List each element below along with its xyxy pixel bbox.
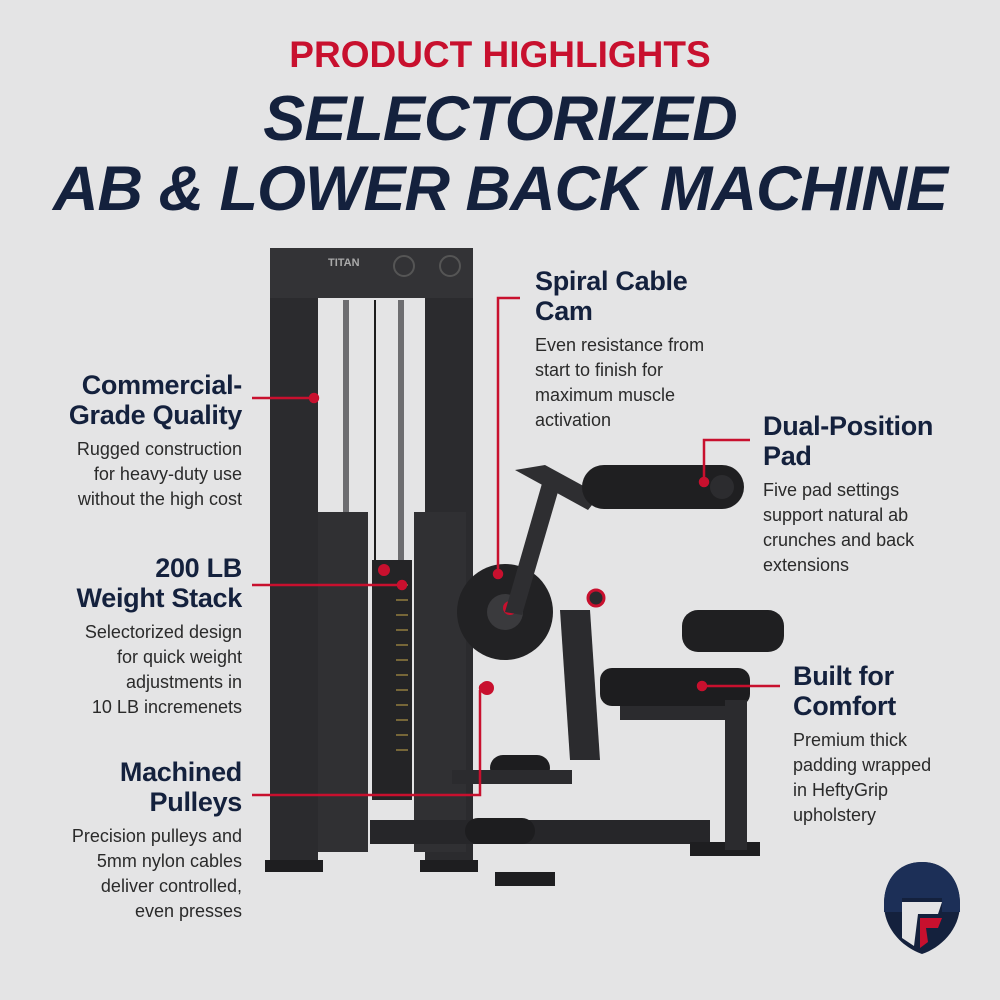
callout-commercial-quality: Commercial- Grade Quality Rugged constru… bbox=[30, 370, 242, 512]
base-foot-front bbox=[495, 872, 555, 886]
guide-rod-left bbox=[343, 300, 349, 600]
callout-body-line: support natural ab bbox=[763, 505, 909, 525]
callout-dual-position-pad: Dual-Position Pad Five pad settings supp… bbox=[763, 411, 978, 578]
callout-heading: 200 LB Weight Stack bbox=[30, 553, 243, 613]
frame-foot-left bbox=[265, 860, 323, 872]
callout-heading-line: Comfort bbox=[793, 691, 896, 721]
guide-rod-right bbox=[398, 300, 404, 600]
title-line-1: SELECTORIZED bbox=[263, 84, 737, 154]
callout-heading-line: Grade Quality bbox=[68, 400, 242, 430]
brand-shield-logo-icon bbox=[884, 862, 960, 954]
callout-body-line: Precision pulleys and bbox=[71, 826, 242, 846]
eyebrow-heading: PRODUCT HIGHLIGHTS bbox=[289, 34, 711, 75]
callout-heading-line: Pulleys bbox=[149, 787, 243, 817]
callout-heading: Commercial- Grade Quality bbox=[30, 370, 242, 430]
callout-body-line: start to finish for bbox=[535, 360, 664, 380]
callout-body-line: activation bbox=[535, 410, 612, 430]
callout-body-line: without the high cost bbox=[77, 489, 242, 509]
callout-built-for-comfort: Built for Comfort Premium thick padding … bbox=[793, 661, 983, 828]
callout-heading-line: Dual-Position bbox=[763, 411, 934, 441]
pad-arm bbox=[515, 465, 600, 510]
callout-body-line: extensions bbox=[763, 555, 850, 575]
frame-left-upright bbox=[270, 250, 318, 870]
callout-heading-line: 200 LB bbox=[155, 553, 242, 583]
leader-pulleys bbox=[252, 690, 482, 797]
seat-frame bbox=[620, 706, 740, 720]
callout-body: Rugged construction for heavy-duty use w… bbox=[30, 437, 242, 512]
callout-body: Five pad settings support natural ab cru… bbox=[763, 478, 978, 578]
stack-shroud-left bbox=[318, 512, 368, 852]
callout-body-line: crunches and back bbox=[763, 530, 915, 550]
callout-body-line: even presses bbox=[134, 901, 242, 921]
callout-heading-line: Commercial- bbox=[81, 370, 243, 400]
foot-roller-bar bbox=[452, 770, 572, 784]
callout-body: Premium thick padding wrapped in HeftyGr… bbox=[793, 728, 983, 828]
frame-vent-1 bbox=[393, 255, 415, 277]
callout-body-line: Even resistance from bbox=[535, 335, 705, 355]
pad-end-cap bbox=[710, 475, 734, 499]
callout-body-line: adjustments in bbox=[125, 672, 242, 692]
callout-body-line: Premium thick bbox=[793, 730, 908, 750]
seat-leg bbox=[725, 700, 747, 850]
callout-body-line: maximum muscle bbox=[535, 385, 676, 405]
callout-machined-pulleys: Machined Pulleys Precision pulleys and 5… bbox=[30, 757, 242, 924]
callout-body: Precision pulleys and 5mm nylon cables d… bbox=[30, 824, 242, 924]
callout-heading-line: Spiral Cable bbox=[535, 266, 688, 296]
callout-heading: Machined Pulleys bbox=[30, 757, 242, 817]
callout-body-line: in HeftyGrip bbox=[793, 780, 889, 800]
selector-pin bbox=[378, 564, 390, 576]
callout-spiral-cable-cam: Spiral Cable Cam Even resistance from st… bbox=[535, 266, 755, 433]
callout-heading-line: Weight Stack bbox=[76, 583, 243, 613]
seat-support bbox=[560, 610, 600, 760]
seat-back-pad bbox=[682, 610, 784, 652]
callout-heading: Built for Comfort bbox=[793, 661, 983, 721]
frame-vent-2 bbox=[439, 255, 461, 277]
frame-foot-right bbox=[420, 860, 478, 872]
stack-shroud-right bbox=[414, 512, 466, 852]
callout-body-line: for quick weight bbox=[116, 647, 242, 667]
pull-pin bbox=[586, 588, 606, 608]
callout-body-line: Rugged construction bbox=[76, 439, 242, 459]
callout-body-line: 5mm nylon cables bbox=[96, 851, 242, 871]
callout-heading-line: Cam bbox=[535, 296, 593, 326]
seat-cushion bbox=[600, 668, 750, 706]
base-frame bbox=[370, 820, 710, 844]
callout-body: Even resistance from start to finish for… bbox=[535, 333, 755, 433]
callout-heading-line: Pad bbox=[763, 441, 812, 471]
callout-body-line: Selectorized design bbox=[84, 622, 242, 642]
callout-heading: Dual-Position Pad bbox=[763, 411, 978, 471]
cable-line bbox=[374, 300, 376, 560]
pivot-arm bbox=[505, 480, 560, 615]
callout-body-line: 10 LB incremenets bbox=[91, 697, 242, 717]
callout-body-line: Five pad settings bbox=[763, 480, 900, 500]
callout-body: Selectorized design for quick weight adj… bbox=[30, 620, 242, 720]
leader-pad bbox=[702, 438, 750, 480]
callout-body-line: upholstery bbox=[793, 805, 877, 825]
callout-body-line: for heavy-duty use bbox=[93, 464, 242, 484]
frame-top-beam bbox=[270, 248, 473, 298]
leader-cam bbox=[496, 296, 520, 572]
callout-weight-stack: 200 LB Weight Stack Selectorized design … bbox=[30, 553, 243, 720]
title-line-2: AB & LOWER BACK MACHINE bbox=[53, 154, 948, 224]
callout-heading-line: Built for bbox=[793, 661, 894, 691]
callout-body-line: deliver controlled, bbox=[100, 876, 242, 896]
callout-body-line: padding wrapped bbox=[793, 755, 932, 775]
frame-logo-text: TITAN bbox=[328, 257, 360, 269]
foot-roller-lower bbox=[465, 818, 535, 844]
callout-heading: Spiral Cable Cam bbox=[535, 266, 755, 326]
weight-stack bbox=[372, 560, 412, 800]
callout-heading-line: Machined bbox=[119, 757, 242, 787]
